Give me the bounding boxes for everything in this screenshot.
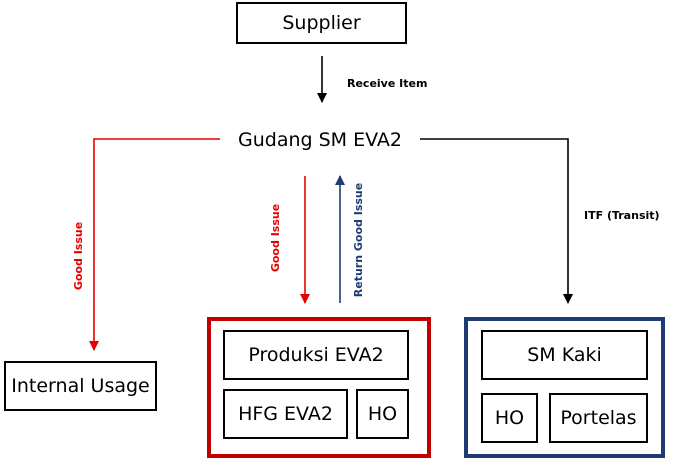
ho-kaki-node: HO — [481, 393, 538, 443]
portelas-node: Portelas — [549, 393, 648, 443]
produksi-node: Produksi EVA2 — [223, 330, 409, 380]
itf-transit-label: ITF (Transit) — [584, 209, 660, 222]
good-issue-left-arrow — [89, 138, 220, 351]
good-issue-left-label: Good Issue — [72, 222, 85, 290]
gudang-node: Gudang SM EVA2 — [238, 129, 402, 151]
supplier-node: Supplier — [236, 2, 407, 44]
internal-usage-node: Internal Usage — [4, 361, 157, 411]
ho-produksi-node: HO — [356, 389, 409, 439]
hfg-node: HFG EVA2 — [223, 389, 348, 439]
sm-kaki-node: SM Kaki — [481, 330, 648, 380]
return-good-issue-label: Return Good Issue — [352, 183, 365, 297]
itf-transit-arrow — [420, 138, 573, 304]
good-issue-center-label: Good Issue — [269, 204, 282, 272]
receive-item-label: Receive Item — [347, 77, 427, 90]
